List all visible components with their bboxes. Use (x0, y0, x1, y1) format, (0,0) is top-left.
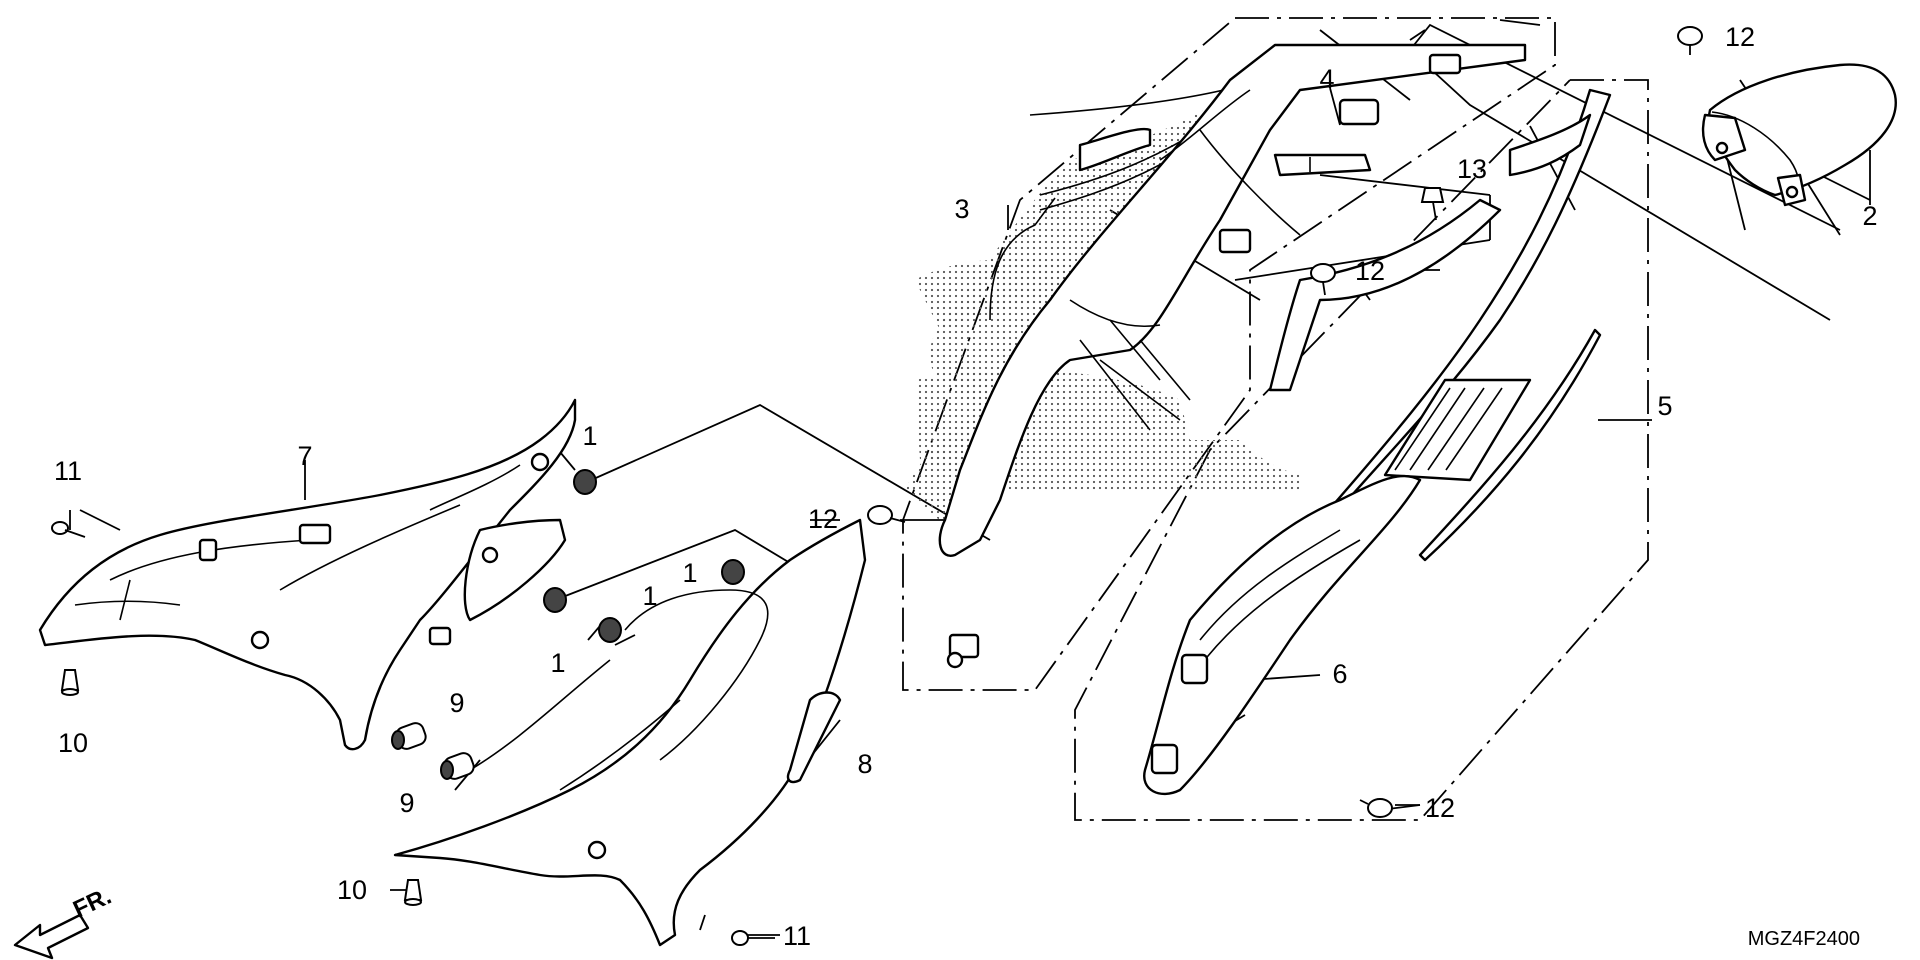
bolt (867, 505, 906, 525)
trim-clip (403, 879, 423, 906)
rubber-grommet (721, 559, 745, 585)
callout-12: 12 (1425, 793, 1455, 823)
bolt (1359, 798, 1393, 818)
callout-6: 6 (1332, 659, 1347, 689)
callout-3: 3 (954, 194, 969, 224)
callout-10: 10 (337, 875, 367, 905)
callout-5: 5 (1657, 391, 1672, 421)
part-8-right-side-cover (393, 518, 867, 947)
callout-1: 1 (682, 558, 697, 588)
callout-1: 1 (582, 421, 597, 451)
part-4-bracket (1273, 153, 1372, 177)
bolt (1677, 26, 1703, 55)
collar-bushing (440, 752, 475, 780)
callout-11: 11 (54, 456, 82, 486)
callout-12: 12 (1725, 22, 1755, 52)
callout-12: 12 (808, 504, 838, 534)
front-direction-indicator: FR. (13, 883, 116, 960)
callout-10: 10 (58, 728, 88, 758)
callout-8: 8 (857, 749, 872, 779)
drawing-code: MGZ4F2400 (1748, 928, 1860, 950)
flange-bolt (1420, 187, 1445, 221)
fasteners (51, 26, 1703, 946)
callout-11: 11 (783, 921, 811, 951)
callout-9: 9 (399, 788, 414, 818)
trim-clip (60, 669, 80, 696)
part-2-seat-cowl (1701, 63, 1897, 207)
callout-1: 1 (550, 648, 565, 678)
callout-1: 1 (642, 581, 657, 611)
callout-13: 13 (1457, 154, 1487, 184)
part-7-left-side-cover (38, 398, 577, 751)
part-6-trim (1143, 474, 1422, 796)
callout-9: 9 (449, 688, 464, 718)
callouts: 1 1 1 1 2 3 4 5 6 7 8 9 9 10 10 11 11 12… (54, 22, 1878, 951)
rubber-grommet (573, 469, 597, 495)
screw (731, 930, 775, 946)
callout-7: 7 (297, 441, 312, 471)
front-arrow-icon (13, 913, 90, 960)
rubber-grommet (543, 587, 567, 613)
part-3-rear-cowl (905, 43, 1527, 669)
callout-12: 12 (1355, 256, 1385, 286)
rubber-grommet (598, 617, 622, 643)
callout-2: 2 (1862, 201, 1877, 231)
callout-4: 4 (1319, 64, 1334, 94)
bolt (1310, 263, 1336, 296)
screw (51, 521, 86, 538)
collar-bushing (391, 722, 427, 750)
